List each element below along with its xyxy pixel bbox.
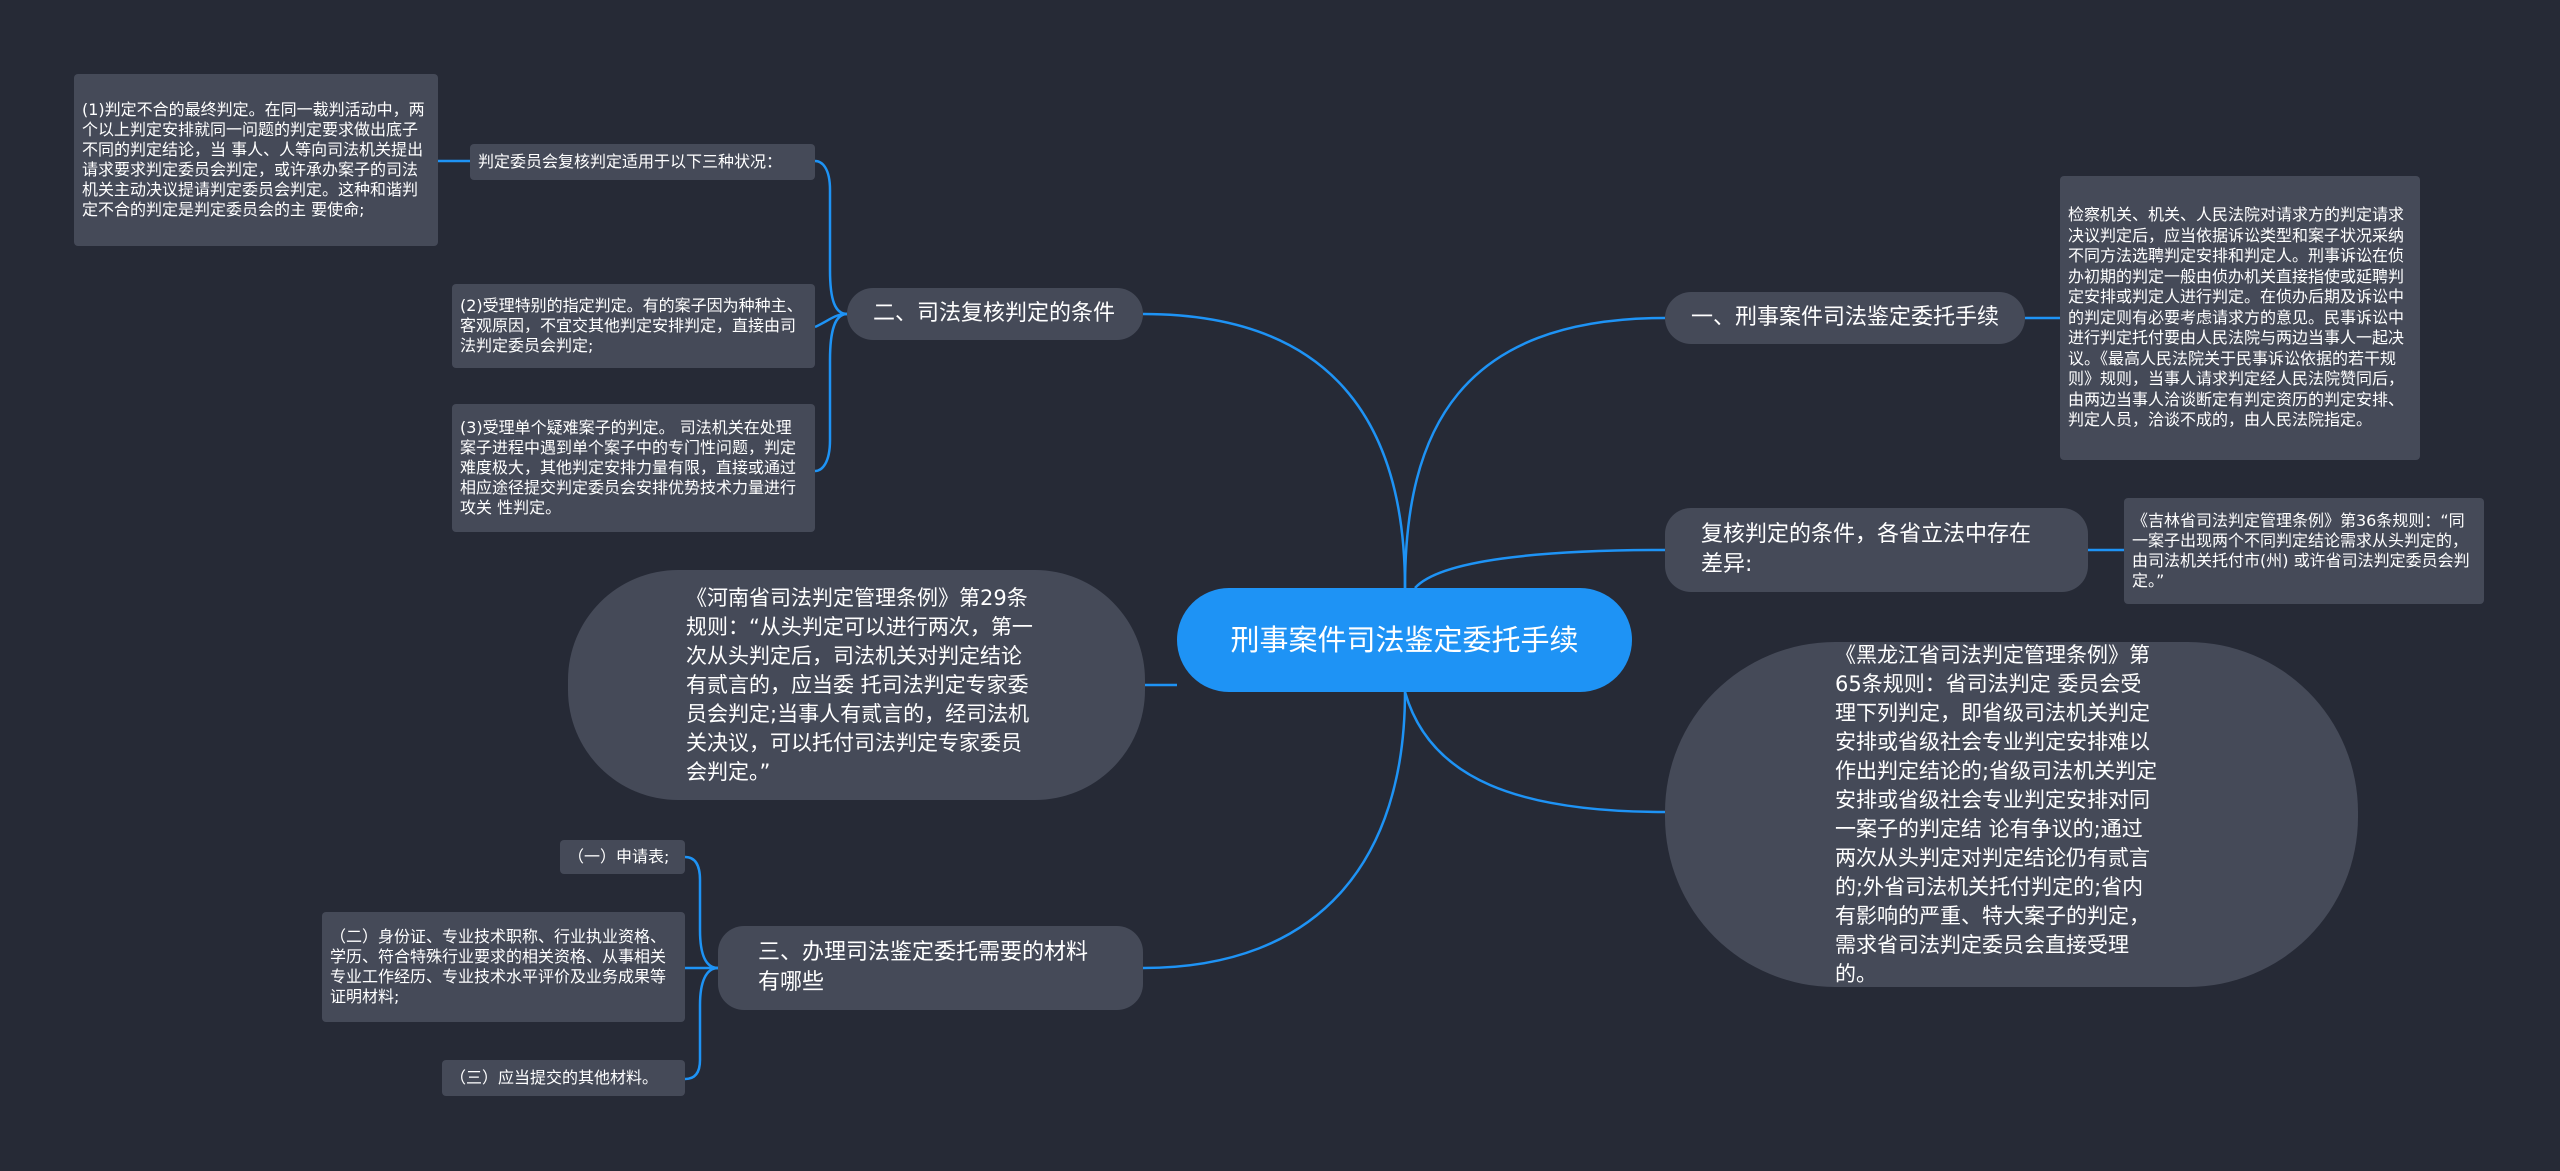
- link-center-branch3: [1142, 691, 1407, 970]
- branch-provincial-differences[interactable]: 复核判定的条件，各省立法中存在差异:: [1665, 508, 2088, 592]
- leaf-material-application[interactable]: （一）申请表;: [560, 840, 685, 874]
- link-center-branch-diff: [1414, 548, 1666, 589]
- leaf-delegation-detail[interactable]: 检察机关、机关、人民法院对请求方的判定请求决议判定后，应当依据诉讼类型和案子状况…: [2060, 176, 2420, 460]
- leaf-delegation-detail-text: 检察机关、机关、人民法院对请求方的判定请求决议判定后，应当依据诉讼类型和案子状况…: [2068, 205, 2405, 430]
- link-center-branch1: [1403, 316, 1666, 589]
- center-topic-label: 刑事案件司法鉴定委托手续: [1230, 623, 1579, 657]
- leaf-material-other[interactable]: （三）应当提交的其他材料。: [442, 1060, 685, 1096]
- leaf-material-credentials[interactable]: （二）身份证、专业技术职称、行业执业资格、学历、符合特殊行业要求的相关资格、从事…: [322, 912, 685, 1022]
- leaf-condition-3-text: (3)受理单个疑难案子的判定。 司法机关在处理案子进程中遇到单个案子中的专门性问…: [460, 418, 797, 517]
- branch-review-conditions-label: 二、司法复核判定的条件: [873, 301, 1116, 326]
- link-branch2-leaf3: [814, 312, 848, 473]
- center-topic[interactable]: 刑事案件司法鉴定委托手续: [1177, 588, 1632, 692]
- leaf-jilin-regulation[interactable]: 《吉林省司法判定管理条例》第36条规则：“同一案子出现两个不同判定结论需求从头判…: [2124, 498, 2484, 604]
- branch-provincial-differences-label: 复核判定的条件，各省立法中存在差异:: [1701, 522, 2032, 577]
- bubble-heilongjiang-regulation[interactable]: 《黑龙江省司法判定管理条例》第65条规则：省司法判定 委员会受理下列判定，即省级…: [1665, 642, 2358, 987]
- leaf-material-other-text: （三）应当提交的其他材料。: [450, 1068, 659, 1087]
- leaf-condition-2[interactable]: (2)受理特别的指定判定。有的案子因为种种主、客观原因，不宜交其他判定安排判定，…: [452, 284, 815, 368]
- branch-delegation-procedure-label: 一、刑事案件司法鉴定委托手续: [1691, 305, 2000, 330]
- bubble-heilongjiang-regulation-text: 《黑龙江省司法判定管理条例》第65条规则：省司法判定 委员会受理下列判定，即省级…: [1835, 642, 2158, 986]
- link-branch3-leaf1: [684, 855, 719, 970]
- branch-required-materials[interactable]: 三、办理司法鉴定委托需要的材料有哪些: [718, 926, 1143, 1010]
- bubble-henan-regulation[interactable]: 《河南省司法判定管理条例》第29条规则：“从头判定可以进行两次，第一次从头判定后…: [568, 570, 1145, 800]
- link-branch2-sub: [814, 159, 848, 316]
- leaf-material-application-text: （一）申请表;: [568, 847, 670, 866]
- leaf-condition-1[interactable]: (1)判定不合的最终判定。在同一裁判活动中，两个以上判定安排就同一问题的判定要求…: [74, 74, 438, 246]
- leaf-condition-2-text: (2)受理特别的指定判定。有的案子因为种种主、客观原因，不宜交其他判定安排判定，…: [460, 296, 803, 355]
- leaf-condition-1-text: (1)判定不合的最终判定。在同一裁判活动中，两个以上判定安排就同一问题的判定要求…: [82, 100, 425, 219]
- branch-required-materials-label: 三、办理司法鉴定委托需要的材料有哪些: [758, 940, 1089, 995]
- leaf-review-scope[interactable]: 判定委员会复核判定适用于以下三种状况：: [470, 144, 815, 180]
- branch-review-conditions[interactable]: 二、司法复核判定的条件: [847, 288, 1143, 340]
- link-center-heilongjiang: [1403, 691, 1666, 814]
- link-branch3-leaf3: [684, 966, 719, 1081]
- branch-delegation-procedure[interactable]: 一、刑事案件司法鉴定委托手续: [1665, 292, 2025, 344]
- link-center-branch2: [1142, 312, 1407, 589]
- leaf-condition-3[interactable]: (3)受理单个疑难案子的判定。 司法机关在处理案子进程中遇到单个案子中的专门性问…: [452, 404, 815, 532]
- leaf-material-credentials-text: （二）身份证、专业技术职称、行业执业资格、学历、符合特殊行业要求的相关资格、从事…: [330, 927, 667, 1006]
- bubble-henan-regulation-text: 《河南省司法判定管理条例》第29条规则：“从头判定可以进行两次，第一次从头判定后…: [686, 585, 1033, 784]
- leaf-review-scope-text: 判定委员会复核判定适用于以下三种状况：: [478, 152, 783, 171]
- leaf-jilin-regulation-text: 《吉林省司法判定管理条例》第36条规则：“同一案子出现两个不同判定结论需求从头判…: [2132, 511, 2470, 590]
